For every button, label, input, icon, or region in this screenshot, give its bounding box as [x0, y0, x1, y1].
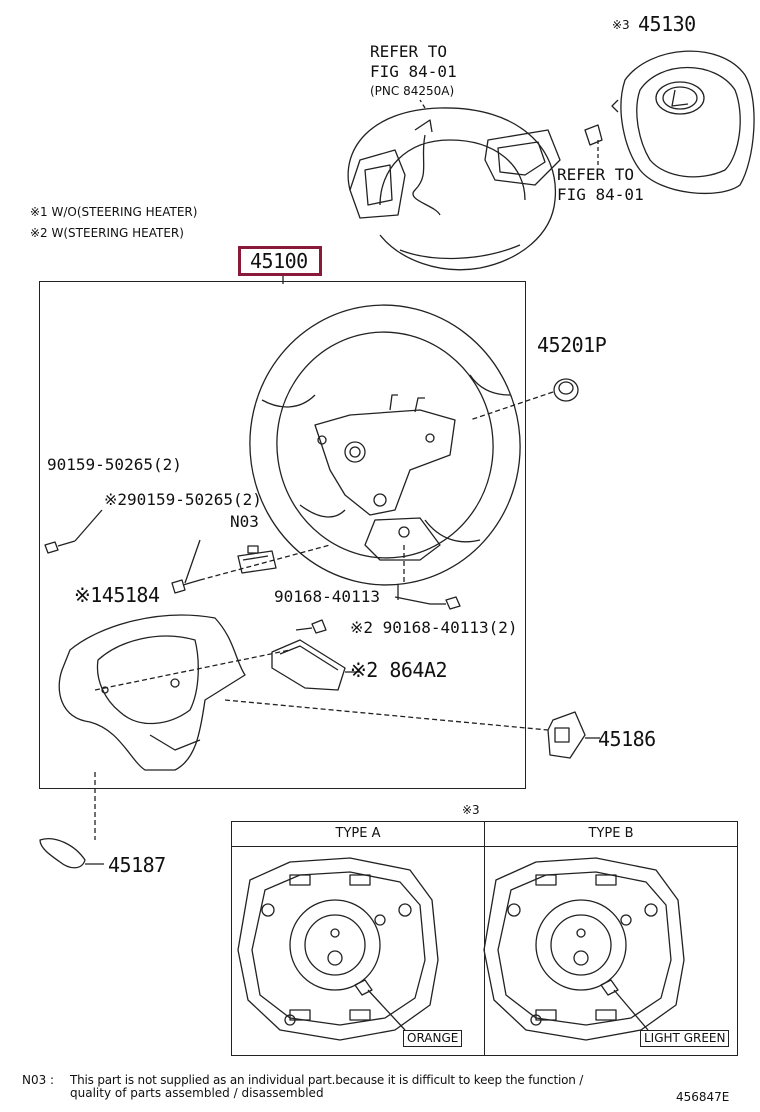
footnote-key: N03 : — [22, 1073, 55, 1087]
label-45130[interactable]: 45130 — [638, 12, 696, 36]
switch-45186 — [224, 699, 600, 759]
type-divider — [484, 822, 485, 1055]
note-2: ※2 W(STEERING HEATER) — [30, 226, 184, 240]
tag-light-green: LIGHT GREEN — [640, 1030, 730, 1047]
tag-orange: ORANGE — [403, 1030, 463, 1047]
label-90159-a[interactable]: 90159-50265(2) — [47, 455, 182, 474]
label-90168-b[interactable]: ※2 90168-40113(2) — [350, 618, 518, 637]
label-45100[interactable]: 45100 — [250, 249, 308, 273]
heater-unit-864A2 — [271, 639, 360, 691]
lower-cover-45184 — [58, 614, 291, 840]
label-864A2[interactable]: ※2 864A2 — [350, 658, 448, 682]
label-45184[interactable]: ※145184 — [74, 583, 160, 607]
steering-wheel-main — [249, 304, 521, 586]
label-90159-b[interactable]: ※290159-50265(2) — [104, 490, 262, 509]
cover-45187 — [39, 838, 104, 869]
cap-45201P — [469, 378, 579, 421]
figure-id: 456847E — [676, 1090, 730, 1104]
label-90168-a[interactable]: 90168-40113 — [274, 587, 380, 606]
airbag-45130 — [611, 50, 755, 195]
label-refer-right-fig[interactable]: FIG 84-01 — [557, 185, 644, 204]
steering-wheel-top — [347, 99, 603, 271]
label-45201P[interactable]: 45201P — [537, 333, 607, 357]
label-N03[interactable]: N03 — [230, 512, 259, 531]
label-refer-top-pnc: (PNC 84250A) — [370, 84, 455, 98]
label-refer-top-fig[interactable]: FIG 84-01 — [370, 62, 457, 81]
type-mark: ※3 — [462, 803, 480, 817]
label-refer-right: REFER TO — [557, 165, 635, 184]
bracket-N03 — [237, 545, 277, 574]
label-45130-mark: ※3 — [612, 18, 630, 32]
note-1: ※1 W/O(STEERING HEATER) — [30, 205, 198, 219]
label-45186[interactable]: 45186 — [598, 727, 656, 751]
type-comparison-frame: TYPE A TYPE B — [231, 821, 738, 1056]
assembly-45100-frame — [39, 281, 526, 789]
footnote-line-2: quality of parts assembled / disassemble… — [70, 1086, 324, 1100]
label-refer-top: REFER TO — [370, 42, 448, 61]
footnote-line-1: This part is not supplied as an individu… — [70, 1073, 584, 1087]
type-b-airbag-back — [483, 857, 685, 1041]
type-a-airbag-back — [237, 857, 439, 1041]
bolts — [44, 509, 461, 634]
label-45187[interactable]: 45187 — [108, 853, 166, 877]
highlight-45100-frame — [238, 246, 322, 276]
type-b-header: TYPE B — [485, 822, 737, 847]
type-a-header: TYPE A — [232, 822, 485, 847]
